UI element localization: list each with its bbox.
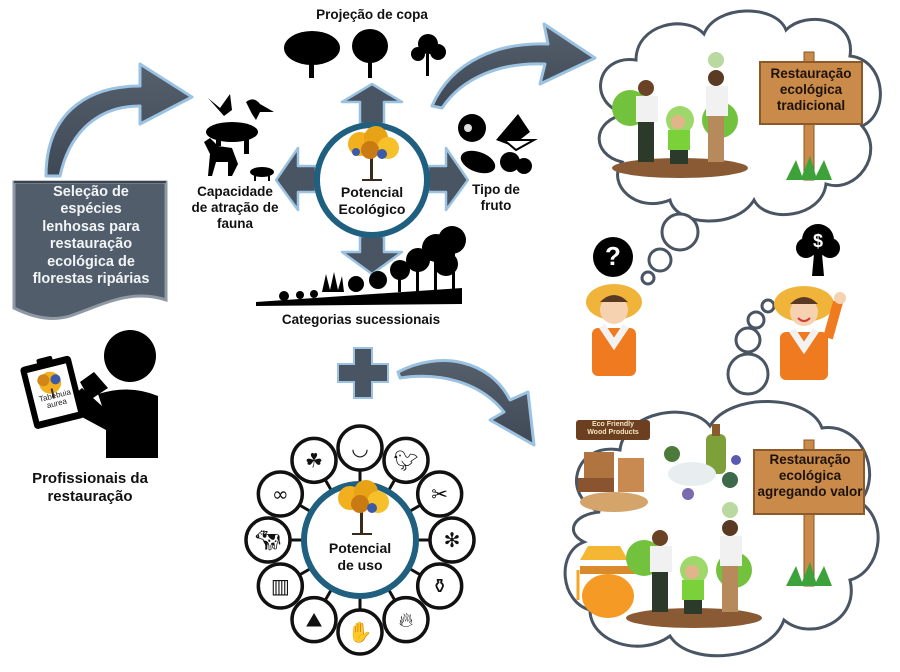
svg-text:⚱: ⚱	[431, 574, 448, 598]
rope-fiber-icon: ∞	[256, 470, 305, 518]
ecological-potential-label: Potencial Ecológico	[322, 184, 422, 217]
happy-farmer-illustration	[774, 286, 846, 380]
criterion-crown-label: Projeção de copa	[316, 7, 428, 22]
use-potential-label: Potencial de uso	[310, 540, 410, 573]
label-line: restauração	[47, 487, 133, 505]
doubtful-farmer-illustration	[586, 284, 642, 376]
svg-text:▥: ▥	[271, 574, 290, 598]
banner-line: Wood Products	[587, 428, 639, 436]
cattle-icon: 🐄︎	[244, 516, 292, 564]
svg-text:◡: ◡	[351, 436, 368, 460]
svg-text:✋: ✋	[348, 620, 373, 644]
honey-jar-illustration	[576, 546, 636, 618]
banner-line: Seleção de	[53, 184, 129, 200]
banner-line: lenhosas para	[42, 218, 140, 235]
succession-forest-icon	[256, 226, 466, 306]
selection-banner-shape	[12, 180, 168, 320]
criterion-fruit-label: Tipo de fruto	[456, 182, 536, 214]
banner-line: Eco Friendly	[591, 421, 634, 428]
food-bowl-icon: ◡	[336, 424, 384, 472]
sign-value-added-text: Restauração ecológica agregando valor	[752, 452, 868, 500]
svg-text:🐦︎: 🐦︎	[393, 448, 418, 472]
thought-bubbles-doubtful	[640, 212, 700, 286]
label-line: Ecológico	[338, 200, 406, 217]
professionals-label: Profissionais da restauração	[10, 470, 170, 505]
eco-wood-banner-text: Eco Friendly Wood Products	[576, 421, 650, 436]
fruit-silhouettes-icon	[458, 114, 538, 174]
dollar-symbol: $	[812, 231, 823, 251]
eco-wood-products-illustration	[576, 420, 650, 512]
question-mark-symbol: ?	[605, 241, 621, 271]
plus-icon	[337, 347, 389, 399]
arrow-use-to-value-added	[396, 359, 536, 447]
tree-planting-people-illustration	[612, 52, 748, 178]
tree-planting-people-illustration	[626, 502, 762, 628]
thought-bubbles-happy	[726, 298, 776, 396]
label-line: de uso	[337, 556, 383, 573]
firewood-icon: 🔥︎	[382, 595, 430, 644]
arrow-selection-to-criteria	[44, 62, 194, 178]
question-mark-icon	[593, 237, 633, 277]
person-with-clipboard-icon	[20, 330, 158, 458]
banner-line: restauração	[49, 236, 133, 253]
selection-banner-text: Seleção de espécies lenhosas para restau…	[22, 184, 160, 288]
wooden-sign-value-added	[753, 439, 865, 587]
label-line: Potencial	[328, 540, 392, 556]
sign-line: agregando valor	[757, 483, 863, 499]
label-line: fauna	[216, 215, 253, 231]
bird-icon: 🐦︎	[382, 436, 430, 485]
svg-text:☘: ☘	[305, 448, 323, 472]
sign-line: Restauração	[770, 66, 852, 81]
svg-text:∞: ∞	[272, 482, 289, 506]
bee-icon: ✻	[428, 516, 476, 564]
banner-line: ecológica de	[47, 253, 135, 270]
landscape-icon: ⛰	[290, 595, 338, 644]
handmade-icon: ✋	[336, 608, 384, 656]
animal-silhouettes-icon	[204, 94, 274, 181]
svg-text:✂: ✂	[431, 482, 448, 506]
svg-text:⛰: ⛰	[306, 608, 323, 632]
label-line: Tipo de	[472, 182, 520, 197]
svg-text:🐄︎: 🐄︎	[255, 528, 280, 552]
sign-line: ecológica	[778, 467, 842, 483]
fence-icon: ▥	[256, 562, 305, 610]
sign-line: ecológica	[779, 81, 843, 97]
label-line: Potencial	[340, 184, 404, 200]
use-potential-wheel: ◡ 🐦︎ ✂ ✻ ⚱ 🔥︎ ✋ ⛰ ▥ 🐄︎ ∞ ☘	[244, 424, 476, 656]
arrow-criteria-to-traditional	[430, 22, 597, 110]
medicinal-herbs-illustration	[664, 424, 741, 500]
svg-text:✻: ✻	[444, 528, 461, 552]
wooden-sign-traditional	[759, 51, 863, 181]
ipe-tree-icon	[348, 126, 399, 181]
label-line: fruto	[480, 197, 512, 213]
tree-silhouettes-icon	[284, 29, 446, 78]
money-tree-icon	[796, 224, 840, 276]
mortar-herbs-icon: ☘	[290, 436, 338, 485]
label-line: Capacidade	[197, 184, 273, 199]
label-line: Profissionais da	[32, 470, 148, 487]
banner-line: espécies	[60, 201, 122, 218]
label-line: de atração de	[191, 199, 279, 215]
sign-traditional-text: Restauração ecológica tradicional	[760, 66, 862, 114]
sign-line: Restauração	[769, 452, 851, 467]
tools-crafts-icon: ✂	[415, 470, 464, 518]
sign-line: tradicional	[776, 97, 846, 113]
oil-jar-icon: ⚱	[415, 562, 464, 610]
criterion-succession-label: Categorias sucessionais	[281, 312, 441, 327]
ipe-tree-icon	[338, 480, 389, 535]
criterion-fauna-label: Capacidade de atração de fauna	[180, 184, 290, 232]
four-way-arrows	[274, 82, 470, 276]
banner-line: florestas ripárias	[32, 270, 150, 287]
svg-text:🔥︎: 🔥︎	[399, 608, 414, 632]
